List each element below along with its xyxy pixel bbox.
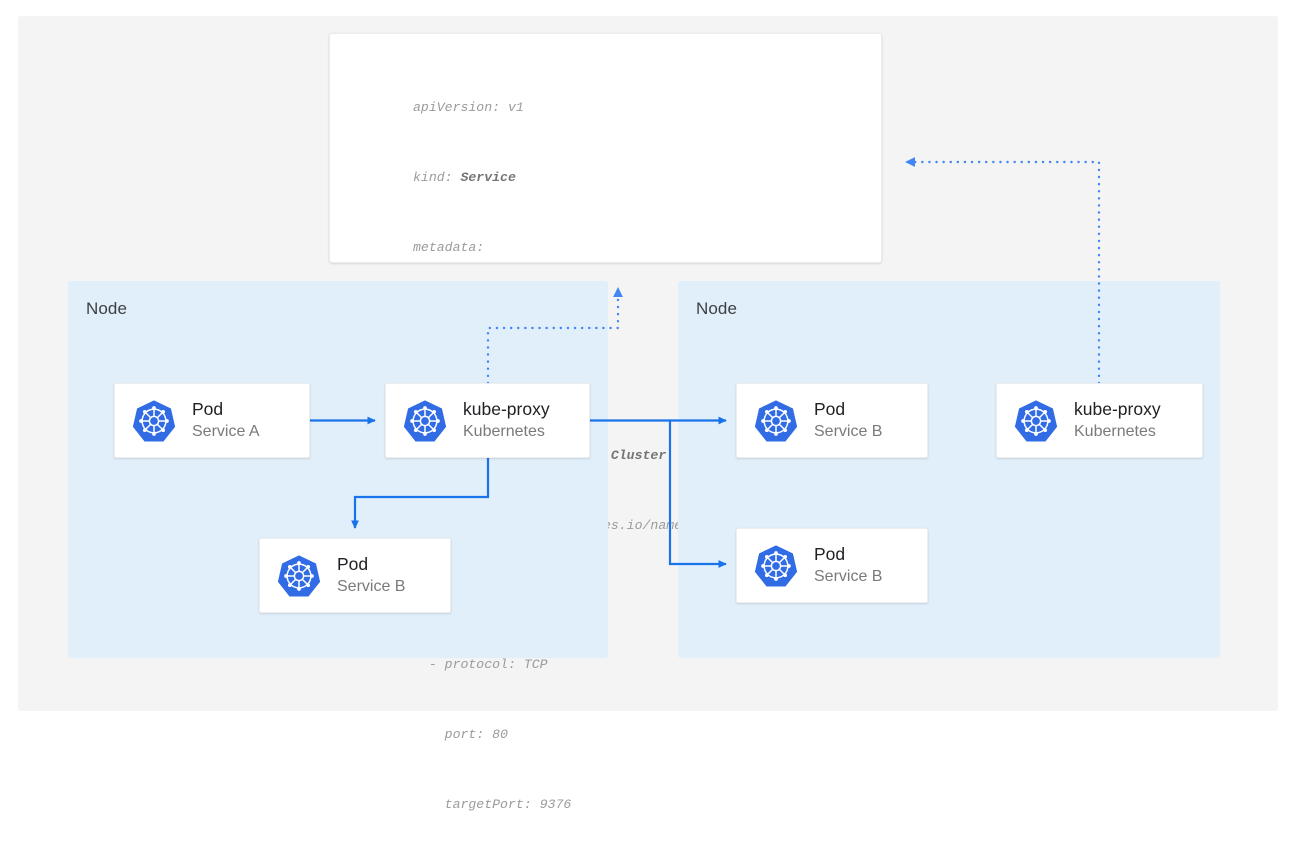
diagram-canvas: apiVersion: v1 kind: Service metadata: n… — [18, 16, 1278, 812]
card-kube-proxy-right[interactable]: kube-proxy Kubernetes — [996, 383, 1203, 458]
yaml-kind-value: Service — [460, 170, 516, 186]
card-subtitle: Service A — [192, 423, 260, 440]
card-title: Pod — [192, 399, 224, 419]
node-label-right: Node — [696, 299, 738, 318]
card-subtitle: Service B — [814, 423, 883, 440]
yaml-line-protocol: - protocol: TCP — [413, 657, 548, 673]
card-subtitle: Kubernetes — [1074, 423, 1156, 440]
yaml-line-port: port: 80 — [413, 726, 508, 742]
card-subtitle: Kubernetes — [463, 423, 545, 440]
card-text: kube-proxy Kubernetes — [463, 398, 550, 443]
kubernetes-icon — [277, 554, 321, 596]
kubernetes-icon — [403, 399, 447, 441]
kubernetes-icon — [1014, 399, 1058, 441]
card-pod-service-b-top[interactable]: Pod Service B — [736, 383, 928, 458]
card-pod-service-b-local[interactable]: Pod Service B — [259, 538, 451, 613]
card-pod-service-a[interactable]: Pod Service A — [114, 383, 310, 458]
card-title: kube-proxy — [1074, 399, 1161, 419]
card-text: Pod Service A — [192, 398, 260, 443]
yaml-line-metadata: metadata: — [413, 239, 485, 255]
kubernetes-icon — [132, 399, 176, 441]
card-subtitle: Service B — [337, 578, 406, 595]
card-subtitle: Service B — [814, 568, 883, 585]
card-kube-proxy-left[interactable]: kube-proxy Kubernetes — [385, 383, 590, 458]
node-label-left: Node — [86, 299, 128, 318]
card-title: Pod — [814, 544, 846, 564]
card-pod-service-b-bottom[interactable]: Pod Service B — [736, 528, 928, 603]
card-text: kube-proxy Kubernetes — [1074, 398, 1161, 443]
service-manifest-card: apiVersion: v1 kind: Service metadata: n… — [329, 33, 882, 812]
yaml-line-apiversion: apiVersion: v1 — [413, 100, 524, 116]
yaml-line-kind: kind: Service — [413, 170, 516, 186]
kubernetes-icon — [754, 544, 798, 586]
card-text: Pod Service B — [814, 543, 882, 588]
kubernetes-icon — [754, 399, 798, 441]
yaml-line-targetport: targetPort: 9376 — [413, 796, 572, 812]
card-title: Pod — [337, 554, 369, 574]
card-text: Pod Service B — [337, 553, 405, 598]
card-title: Pod — [814, 399, 846, 419]
card-title: kube-proxy — [463, 399, 550, 419]
card-text: Pod Service B — [814, 398, 882, 443]
